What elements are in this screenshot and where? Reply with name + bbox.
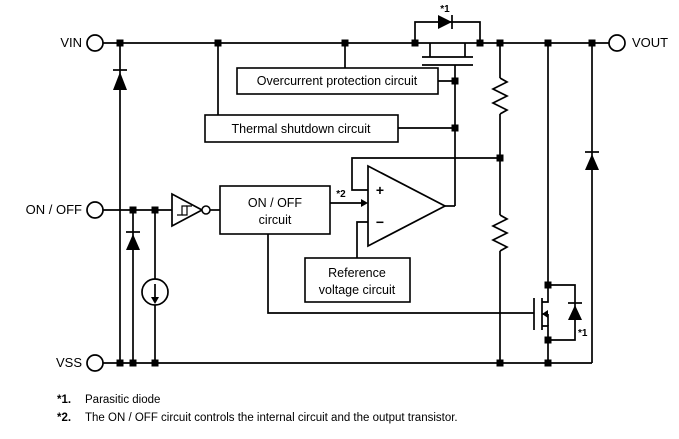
pass-transistor-parasitic-diode-icon: *1	[438, 4, 453, 29]
overcurrent-protection-label: Overcurrent protection circuit	[257, 74, 418, 88]
vss-label: VSS	[56, 355, 82, 370]
overcurrent-protection-block: Overcurrent protection circuit	[236, 67, 439, 95]
feedback-resistor-bottom-icon	[491, 214, 509, 252]
vout-label: VOUT	[632, 35, 668, 50]
opamp-minus-sign: −	[376, 214, 384, 230]
onoff-pin: ON / OFF	[26, 201, 104, 219]
footnote-1-text: Parasitic diode	[85, 394, 160, 406]
vin-terminal-icon	[86, 34, 104, 52]
footnote-1-marker: *1.	[57, 394, 71, 406]
output-transistor-parasitic-diode-icon: *1	[568, 302, 588, 339]
vout-terminal-icon	[608, 34, 626, 52]
onoff-label: ON / OFF	[26, 202, 82, 217]
onoff-control-arrow: *2	[336, 189, 368, 207]
onoff-esd-diode-icon	[126, 231, 140, 250]
thermal-shutdown-block: Thermal shutdown circuit	[204, 114, 399, 143]
vss-terminal-icon	[86, 354, 104, 372]
star1-bottom-label: *1	[578, 328, 588, 339]
reference-voltage-label-line2: voltage circuit	[319, 283, 396, 297]
onoff-circuit-label-line2: circuit	[259, 213, 292, 227]
thermal-shutdown-label: Thermal shutdown circuit	[232, 122, 371, 136]
output-transistor-icon	[533, 298, 548, 330]
error-amplifier: + −	[367, 164, 447, 248]
vout-protection-diode-icon	[585, 151, 599, 170]
reference-voltage-label-line1: Reference	[328, 266, 386, 280]
footnotes: *1. Parasitic diode *2. The ON / OFF cir…	[57, 394, 458, 424]
footnote-2-text: The ON / OFF circuit controls the intern…	[85, 412, 458, 424]
junction-dots	[116, 39, 596, 367]
opamp-triangle-icon	[367, 164, 447, 248]
vout-pin: VOUT	[608, 34, 668, 52]
star2-label: *2	[336, 189, 346, 200]
schmitt-inverter-icon	[171, 192, 211, 228]
reference-voltage-block: Reference voltage circuit	[304, 257, 411, 303]
arrowhead-icon	[361, 199, 368, 207]
vss-pin: VSS	[56, 354, 104, 372]
opamp-plus-sign: +	[376, 182, 384, 198]
star1-top-label: *1	[440, 4, 450, 15]
feedback-resistor-top-icon	[491, 77, 509, 115]
vin-esd-diode-icon	[113, 69, 127, 90]
onoff-terminal-icon	[86, 201, 104, 219]
wires	[103, 21, 609, 364]
vin-label: VIN	[60, 35, 82, 50]
vin-pin: VIN	[60, 34, 104, 52]
footnote-2-marker: *2.	[57, 412, 71, 424]
current-source-icon	[141, 278, 169, 306]
onoff-circuit-block: ON / OFF circuit	[219, 185, 331, 235]
onoff-circuit-label-line1: ON / OFF	[248, 196, 303, 210]
